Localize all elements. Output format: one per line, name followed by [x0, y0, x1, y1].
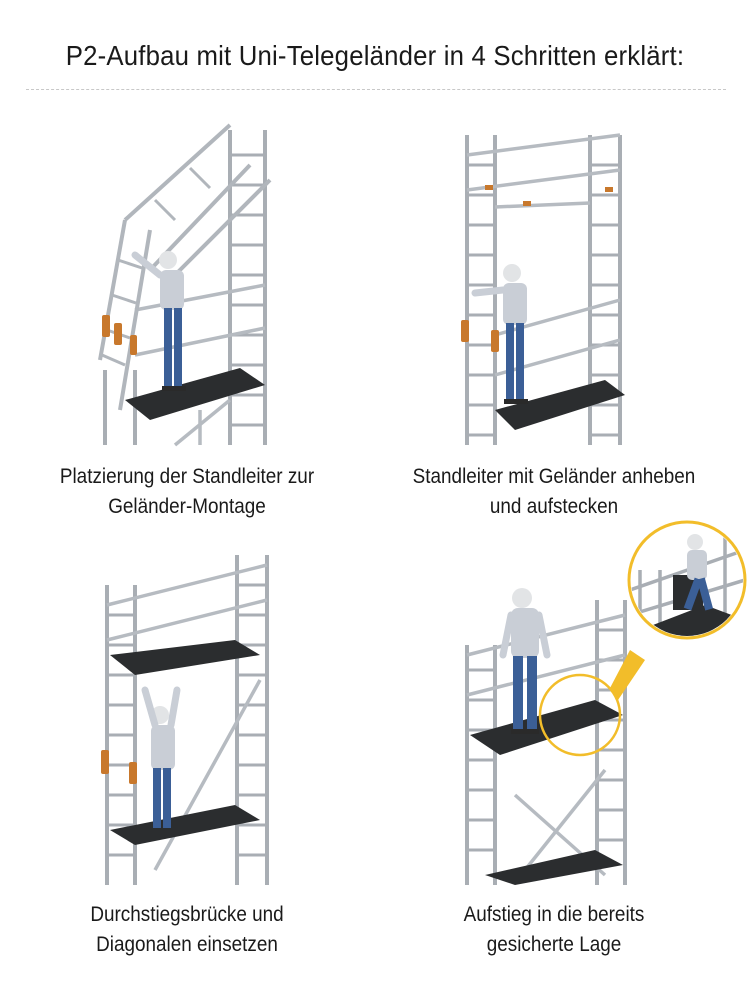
title-divider	[26, 89, 726, 90]
guardrails	[106, 563, 268, 871]
rail-clamps	[102, 315, 137, 355]
step-3-caption: Durchstiegsbrücke und Diagonalen einsetz…	[90, 903, 284, 956]
tilted-ladder	[98, 123, 272, 411]
step-3-illustration	[101, 555, 269, 885]
page-title: P2-Aufbau mit Uni-Telegeländer in 4 Schr…	[65, 40, 685, 71]
rail-joints	[485, 185, 613, 206]
platform-deck	[125, 368, 265, 420]
lower-deck	[485, 850, 623, 885]
rail-clamps	[461, 320, 499, 352]
ladder-frames	[465, 600, 627, 885]
step-1-illustration	[98, 123, 272, 447]
platform-deck	[495, 380, 625, 430]
step-1-caption: Platzierung der Standleiter zur Geländer…	[59, 465, 315, 518]
worker	[471, 264, 528, 404]
worker	[499, 588, 551, 734]
callout-ring	[538, 673, 622, 757]
worker	[141, 686, 181, 828]
callout-pointer	[610, 650, 645, 700]
step-2-illustration	[461, 133, 625, 445]
step-4-illustration	[465, 520, 747, 885]
step-4-caption: Aufstieg in die bereits gesicherte Lage	[463, 903, 645, 956]
top-rails	[466, 133, 621, 377]
upper-deck	[110, 640, 260, 675]
step-2-caption: Standleiter mit Geländer anheben und auf…	[412, 465, 696, 518]
zoom-detail	[627, 520, 747, 640]
guardrails	[134, 283, 266, 447]
rail-clamps	[101, 750, 137, 784]
lower-deck	[110, 805, 260, 845]
worker	[131, 251, 186, 391]
upper-deck	[470, 700, 623, 755]
